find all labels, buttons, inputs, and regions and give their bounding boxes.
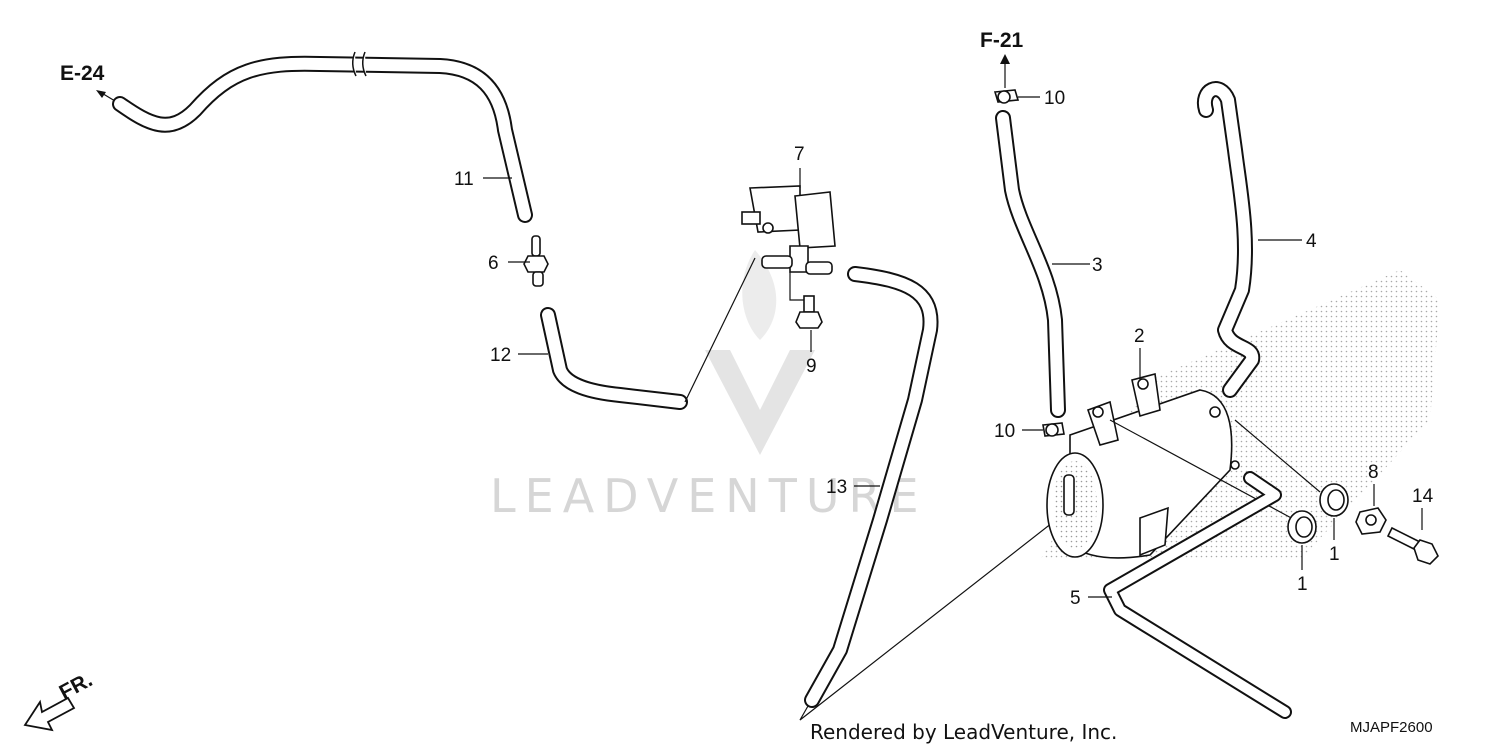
callout-6[interactable]: 6 xyxy=(488,253,499,274)
arrow-head-f21-icon xyxy=(1000,54,1010,64)
callout-1-left[interactable]: 1 xyxy=(1297,574,1308,595)
hose-5[interactable] xyxy=(1103,471,1292,719)
callout-8[interactable]: 8 xyxy=(1368,462,1379,483)
callout-3[interactable]: 3 xyxy=(1092,255,1103,276)
hose-4[interactable] xyxy=(1196,81,1261,398)
callout-14[interactable]: 14 xyxy=(1412,486,1434,507)
part-10-clip-lower[interactable] xyxy=(1042,422,1065,437)
callout-9[interactable]: 9 xyxy=(806,356,817,377)
watermark-logo xyxy=(705,250,815,455)
part-6-check-valve[interactable] xyxy=(523,235,549,287)
callout-2[interactable]: 2 xyxy=(1134,326,1145,347)
callout-11[interactable]: 11 xyxy=(454,169,474,190)
callout-5[interactable]: 5 xyxy=(1070,588,1081,609)
reference-e24[interactable]: E-24 xyxy=(60,62,105,85)
part-1-grommet-left[interactable] xyxy=(1287,510,1317,544)
part-10-clip-top[interactable] xyxy=(993,89,1020,104)
part-7-solenoid-valve[interactable] xyxy=(741,185,836,275)
hose-13[interactable] xyxy=(804,266,939,708)
part-8-collar[interactable] xyxy=(1355,507,1387,535)
callout-10-top[interactable]: 10 xyxy=(1044,88,1065,109)
part-14-bolt[interactable] xyxy=(1386,526,1439,565)
callout-7[interactable]: 7 xyxy=(794,144,805,165)
leader-canister-right xyxy=(1234,419,1321,493)
callout-1-right[interactable]: 1 xyxy=(1329,544,1340,565)
callout-12[interactable]: 12 xyxy=(490,345,511,366)
arrow-head-e24-icon xyxy=(96,90,106,98)
hose-3[interactable] xyxy=(995,110,1066,418)
front-direction-arrow-icon xyxy=(23,696,76,732)
render-credit: Rendered by LeadVenture, Inc. xyxy=(810,720,1117,744)
watermark-text: LEADVENTURE xyxy=(490,469,928,523)
diagram-code: MJAPF2600 xyxy=(1350,719,1433,736)
part-2-evap-canister[interactable] xyxy=(1046,372,1240,559)
callout-4[interactable]: 4 xyxy=(1306,231,1317,252)
front-direction-label: FR. xyxy=(56,668,97,704)
part-1-grommet-right[interactable] xyxy=(1319,483,1349,517)
part-9-bolt[interactable] xyxy=(789,272,823,329)
hose-11[interactable] xyxy=(112,51,533,223)
hose-12[interactable] xyxy=(540,307,688,410)
callout-13[interactable]: 13 xyxy=(826,477,847,498)
reference-f21[interactable]: F-21 xyxy=(980,29,1024,52)
leader-12-to-7 xyxy=(684,257,756,403)
leader-13-to-canister xyxy=(799,504,1076,721)
callout-10-lower[interactable]: 10 xyxy=(994,421,1015,442)
